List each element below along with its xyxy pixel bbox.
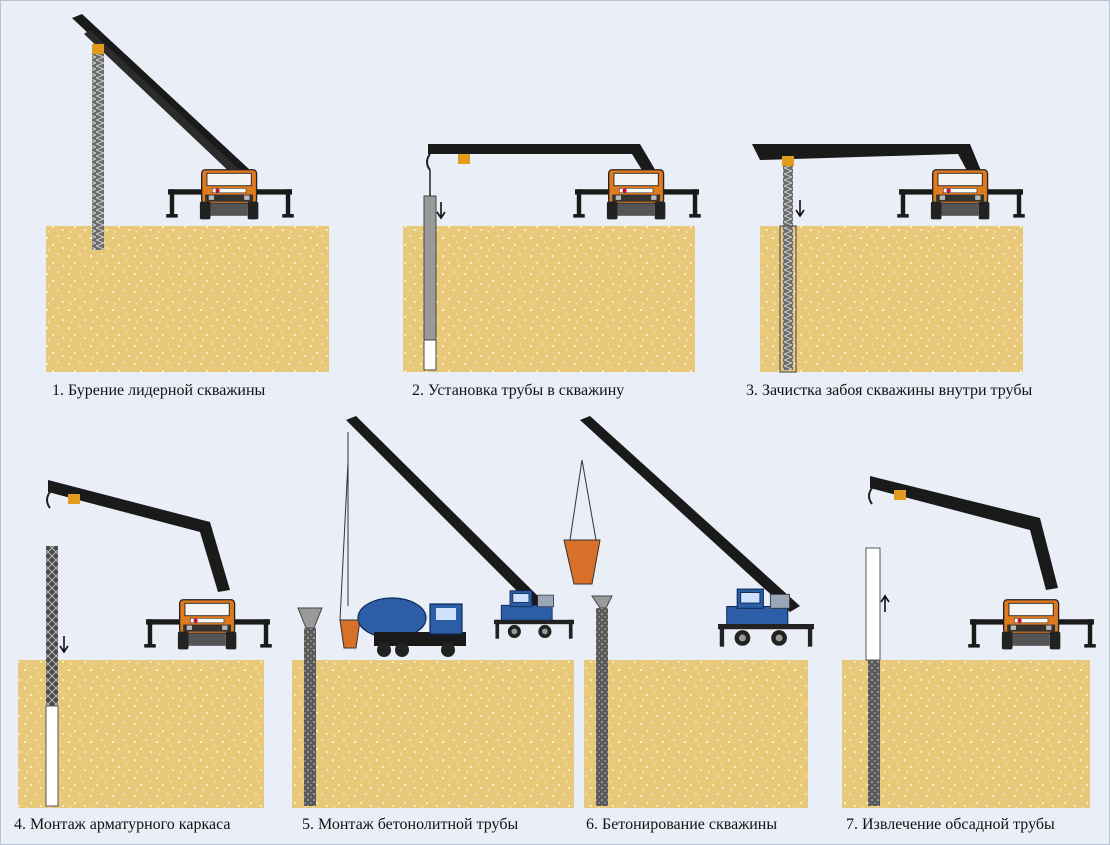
soil-block bbox=[584, 660, 808, 808]
panel-6 bbox=[563, 416, 814, 808]
soil-block bbox=[403, 226, 695, 372]
panel-5 bbox=[292, 416, 574, 808]
auger bbox=[92, 54, 104, 250]
step-5-caption: 5. Монтаж бетонолитной трубы bbox=[302, 816, 519, 833]
panel-1 bbox=[46, 14, 329, 372]
casing-pipe bbox=[865, 547, 881, 661]
panel-4 bbox=[18, 480, 272, 808]
step-1-caption: 1. Бурение лидерной скважины bbox=[52, 382, 266, 399]
crane-truck-icon bbox=[144, 599, 272, 651]
arrow-up-icon bbox=[880, 594, 890, 612]
concrete-mixer-icon bbox=[357, 597, 466, 657]
crane-truck-icon bbox=[896, 169, 1026, 221]
step-3-caption: 3. Зачистка забоя скважины внутри трубы bbox=[746, 382, 1033, 399]
concrete-pile bbox=[868, 660, 880, 806]
panel-3 bbox=[752, 144, 1026, 373]
casing-pipe bbox=[423, 195, 437, 341]
rotator bbox=[92, 44, 104, 54]
crane-truck-icon bbox=[718, 588, 814, 648]
crane-boom bbox=[752, 144, 984, 180]
tremie-pipe bbox=[596, 608, 608, 806]
soil-block bbox=[760, 226, 1023, 372]
crane-truck-icon bbox=[165, 169, 295, 221]
crane-truck-icon bbox=[572, 169, 702, 221]
crane-boom bbox=[428, 144, 660, 180]
step-4-caption: 4. Монтаж арматурного каркаса bbox=[14, 816, 231, 833]
crane-boom bbox=[48, 480, 230, 592]
panel-2 bbox=[403, 144, 702, 372]
step-2-caption: 2. Установка трубы в скважину bbox=[412, 382, 625, 399]
casing-pipe bbox=[779, 225, 797, 373]
rebar-cage bbox=[46, 546, 58, 706]
tremie-pipe bbox=[304, 628, 316, 806]
crane-boom bbox=[580, 416, 800, 612]
panel-7 bbox=[842, 476, 1096, 808]
crane-boom bbox=[870, 476, 1058, 590]
auger bbox=[783, 166, 793, 370]
soil-block bbox=[292, 660, 574, 808]
soil-block bbox=[46, 226, 329, 372]
soil-block bbox=[18, 660, 264, 808]
arrow-down-icon bbox=[59, 636, 69, 654]
crane-boom bbox=[72, 14, 250, 176]
hook bbox=[426, 153, 431, 171]
concrete-hopper bbox=[563, 539, 601, 585]
concrete-hopper bbox=[339, 619, 361, 649]
crane-boom bbox=[346, 416, 548, 612]
funnel bbox=[297, 607, 323, 629]
step-6-caption: 6. Бетонирование скважины bbox=[586, 816, 778, 833]
crane-truck-icon bbox=[968, 599, 1096, 651]
step-7-caption: 7. Извлечение обсадной трубы bbox=[846, 816, 1055, 833]
casing-pipe bbox=[45, 705, 59, 807]
soil-block bbox=[842, 660, 1090, 808]
arrow-down-icon bbox=[795, 200, 805, 218]
arrow-down-icon bbox=[436, 202, 446, 220]
